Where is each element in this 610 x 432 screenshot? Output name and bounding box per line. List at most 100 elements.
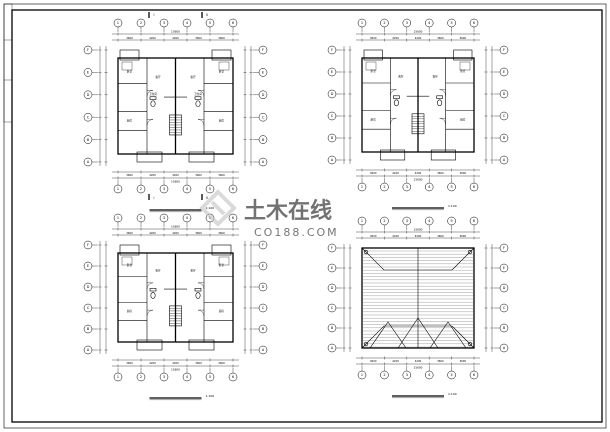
grid-label: 3 <box>406 373 408 377</box>
plan-scale: 1:100 <box>206 394 215 398</box>
dimension-total: 15600 <box>171 30 180 34</box>
grid-bubble <box>499 303 509 313</box>
grid-bubble <box>327 111 337 121</box>
grid-label: 1 <box>361 373 363 377</box>
grid-bubble <box>447 182 456 192</box>
grid-label: 3 <box>406 219 408 223</box>
grid-bubble <box>258 240 268 250</box>
grid-bubble <box>83 135 93 144</box>
grid-bubble <box>258 261 268 271</box>
grid-bubble <box>113 372 123 382</box>
grid-bubble <box>182 18 192 28</box>
room-label: 客厅 <box>433 75 439 79</box>
grid-label: B <box>503 136 506 140</box>
grid-label: C <box>262 306 265 310</box>
grid-label: 5 <box>451 373 453 377</box>
grid-label: 6 <box>473 21 475 25</box>
room-label: 厨房 <box>219 119 225 123</box>
grid-bubble <box>228 18 238 28</box>
grid-label: F <box>503 246 505 250</box>
grid-label: 2 <box>140 187 142 191</box>
grid-label: 3 <box>163 187 165 191</box>
bay-window <box>453 49 473 61</box>
dimension-text: 3600 <box>195 361 202 365</box>
grid-label: A <box>331 158 334 162</box>
sheet-border <box>3 3 607 429</box>
grid-label: 6 <box>232 375 234 379</box>
grid-bubble <box>499 243 509 253</box>
room-label: 厨房 <box>219 309 225 313</box>
grid-label: 2 <box>383 373 385 377</box>
toilet-icon <box>195 292 201 299</box>
dimension-text: 3600 <box>218 361 225 365</box>
grid-bubble <box>159 184 169 194</box>
dimension-text: 3600 <box>126 36 133 40</box>
grid-label: A <box>87 160 90 164</box>
grid-bubble <box>499 155 509 165</box>
dimension-text: 4200 <box>149 231 156 235</box>
grid-bubble <box>327 343 337 353</box>
dimension-text: 4200 <box>392 234 399 238</box>
dimension-text: 3600 <box>195 36 202 40</box>
grid-bubble <box>258 303 268 313</box>
grid-label: 6 <box>232 187 234 191</box>
grid-bubble <box>469 216 479 226</box>
bed-icon <box>218 61 230 71</box>
grid-label: B <box>262 327 265 331</box>
roof-dormer <box>397 317 439 349</box>
grid-bubble <box>499 323 509 333</box>
grid-label: D <box>331 286 334 290</box>
grid-bubble <box>258 324 268 334</box>
grid-bubble <box>499 45 509 55</box>
room-label: 卫生间 <box>149 92 157 96</box>
grid-label: 4 <box>186 216 188 220</box>
grid-bubble <box>83 345 93 355</box>
dimension-text: 4200 <box>172 173 179 177</box>
grid-bubble <box>499 111 509 121</box>
dimension-text: 4200 <box>149 36 156 40</box>
grid-bubble <box>424 182 434 192</box>
grid-bubble <box>83 45 93 55</box>
grid-label: E <box>331 70 333 74</box>
grid-label: 3 <box>163 216 165 220</box>
grid-bubble <box>228 372 238 382</box>
grid-bubble <box>113 18 123 28</box>
grid-label: 3 <box>163 21 165 25</box>
door-swing <box>146 119 154 126</box>
room-label: 卫生间 <box>194 92 202 96</box>
plan-bottom-right-roof: 3600360042004200420042003600360036003600… <box>327 216 509 398</box>
room-label: 卧室 <box>127 69 133 73</box>
grid-label: 5 <box>209 187 211 191</box>
grid-label: D <box>503 92 506 96</box>
grid-label: 4 <box>186 21 188 25</box>
grid-bubble <box>136 372 146 382</box>
grid-label: 4 <box>186 187 188 191</box>
grid-label: A <box>262 348 265 352</box>
grid-label: 4 <box>428 185 430 189</box>
dimension-total: 15600 <box>414 366 423 370</box>
dimension-text: 3600 <box>459 359 466 363</box>
grid-label: 4 <box>428 219 430 223</box>
door-swing <box>439 89 446 96</box>
dimension-total: 15600 <box>414 30 423 34</box>
grid-bubble <box>327 89 337 99</box>
grid-bubble <box>402 370 412 380</box>
sink-icon <box>194 96 202 100</box>
grid-label: 5 <box>451 219 453 223</box>
grid-label: A <box>87 348 90 352</box>
grid-label: A <box>331 346 334 350</box>
roof-drain-icon <box>363 341 369 347</box>
bed-icon <box>365 61 377 71</box>
bay-window <box>119 244 140 256</box>
plan-top-left: 3600360042004200420042003600360036003600… <box>83 12 268 212</box>
room-label: 卧室 <box>219 69 225 73</box>
dimension-text: 4200 <box>415 171 422 175</box>
door-swing <box>197 119 205 126</box>
dimension-text: 3600 <box>370 171 377 175</box>
toilet-icon <box>437 99 443 107</box>
bay-window <box>211 49 232 61</box>
grid-label: 2 <box>383 21 385 25</box>
bay-window <box>119 49 140 61</box>
